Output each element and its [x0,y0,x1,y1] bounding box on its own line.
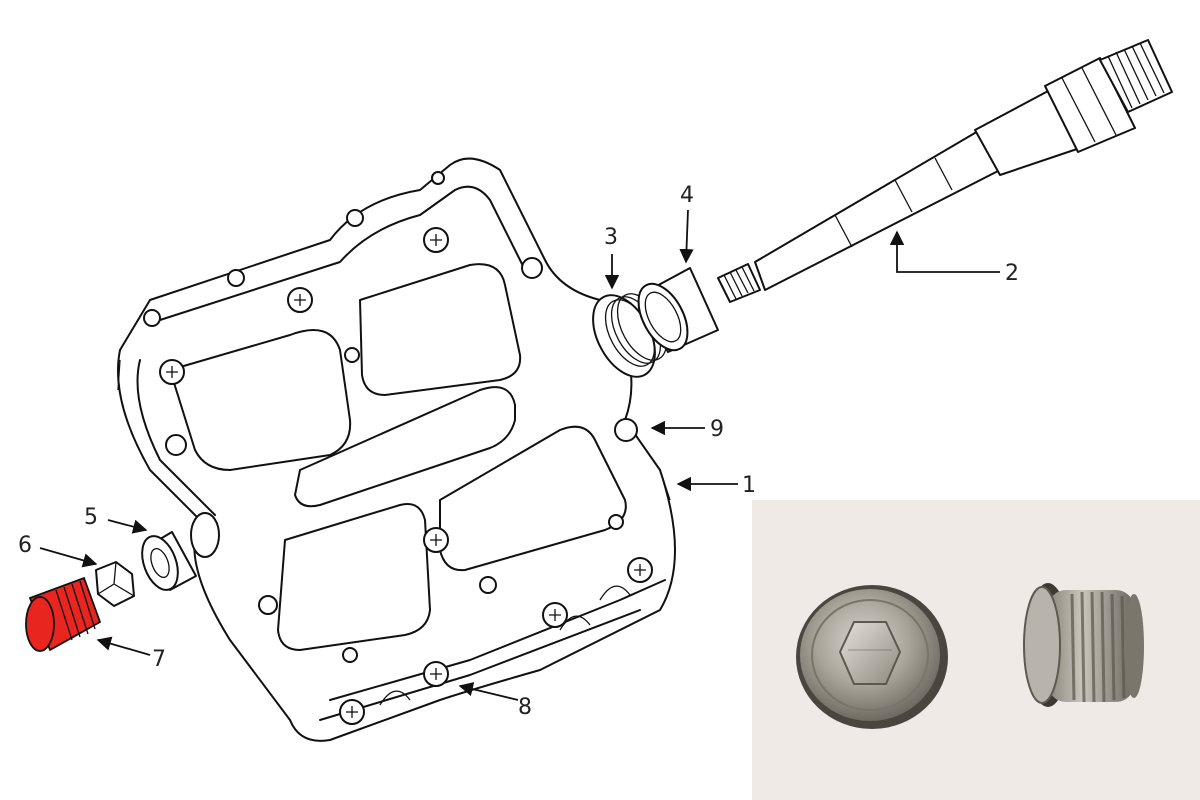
callout-7: 7 [152,647,166,672]
pedal-body [117,157,676,742]
callout-3: 3 [604,225,618,250]
nut [95,561,135,607]
end-cap-photo-inset [752,500,1200,800]
callout-4: 4 [680,183,694,208]
callout-labels: 2 3 4 9 1 5 6 7 8 [18,183,1019,720]
callout-6: 6 [18,533,32,558]
callout-2: 2 [1005,261,1019,286]
callout-1: 1 [742,473,756,498]
bushing [637,267,719,353]
pin-group [143,171,638,663]
cap-side-view [1023,583,1144,707]
screw-group [159,227,653,725]
callout-5: 5 [84,505,98,530]
callout-8: 8 [518,695,532,720]
leader-lines [39,209,1000,701]
spindle [717,39,1173,303]
bearing [141,531,197,591]
end-cap-highlighted [25,576,102,652]
cap-face-view [796,585,948,729]
callout-9: 9 [710,417,724,442]
